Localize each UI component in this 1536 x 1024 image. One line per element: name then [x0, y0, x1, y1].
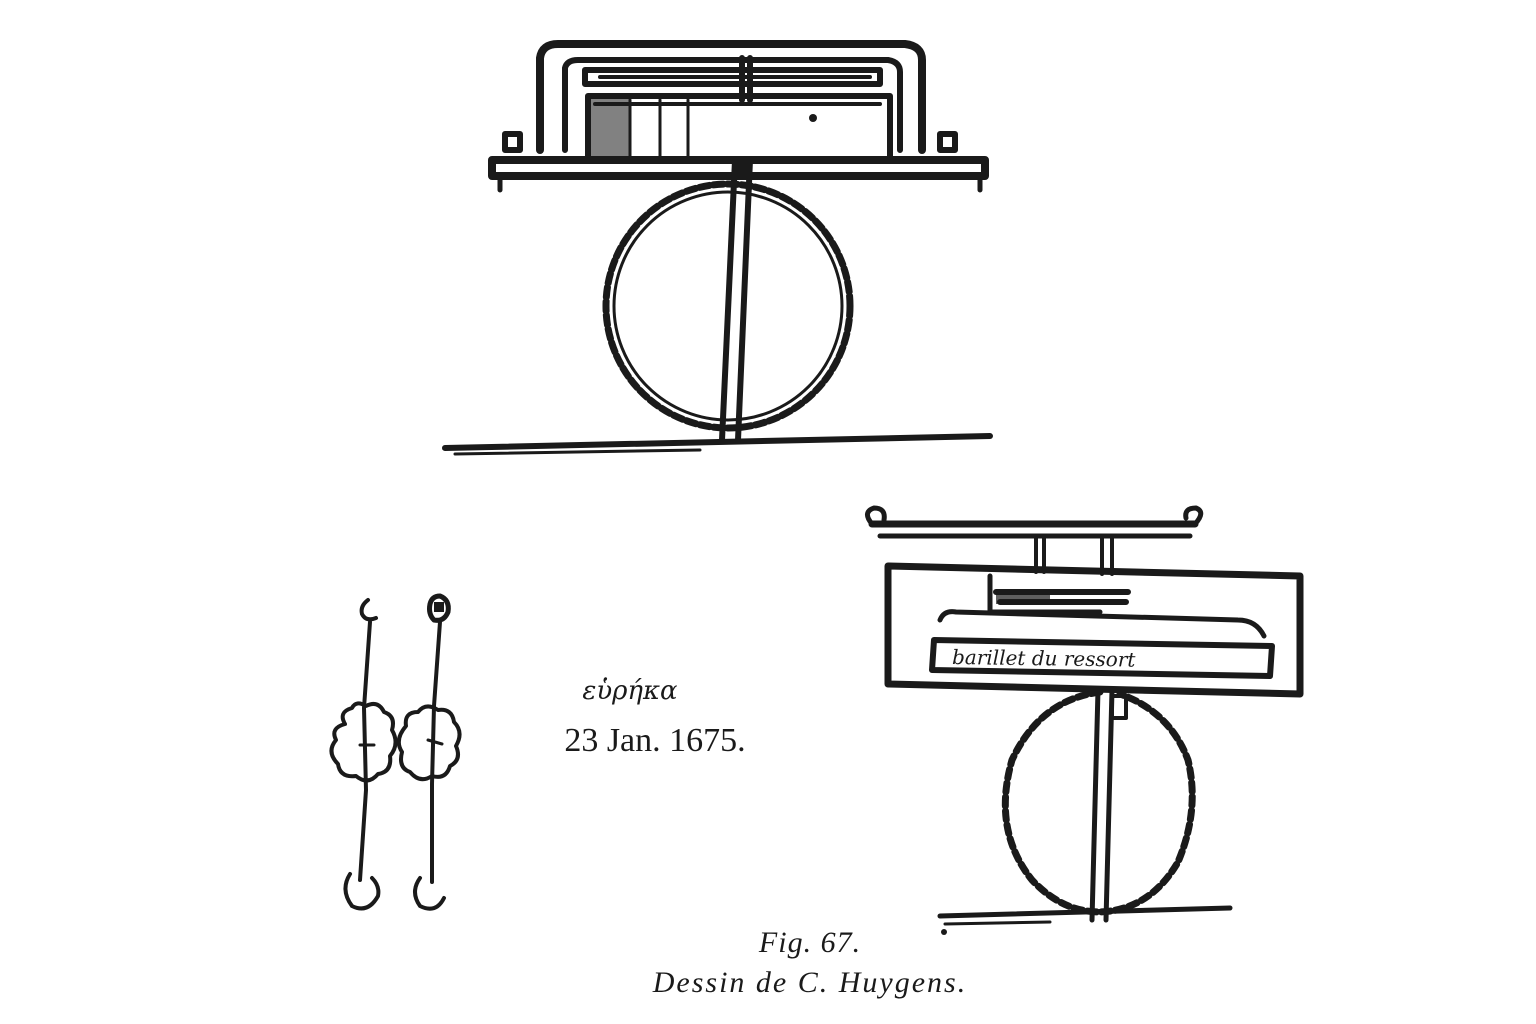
figure-caption: Dessin de C. Huygens.	[652, 966, 968, 999]
left-balance-staffs	[329, 593, 462, 911]
barrel-label: barillet du ressort	[952, 645, 1137, 672]
date-annotation: 23 Jan. 1675.	[564, 722, 746, 759]
greek-annotation: εὑρήκα	[582, 676, 678, 706]
figure-number: Fig. 67.	[758, 926, 862, 959]
right-mechanism: barillet du ressort	[865, 505, 1304, 935]
top-mechanism	[442, 40, 993, 456]
